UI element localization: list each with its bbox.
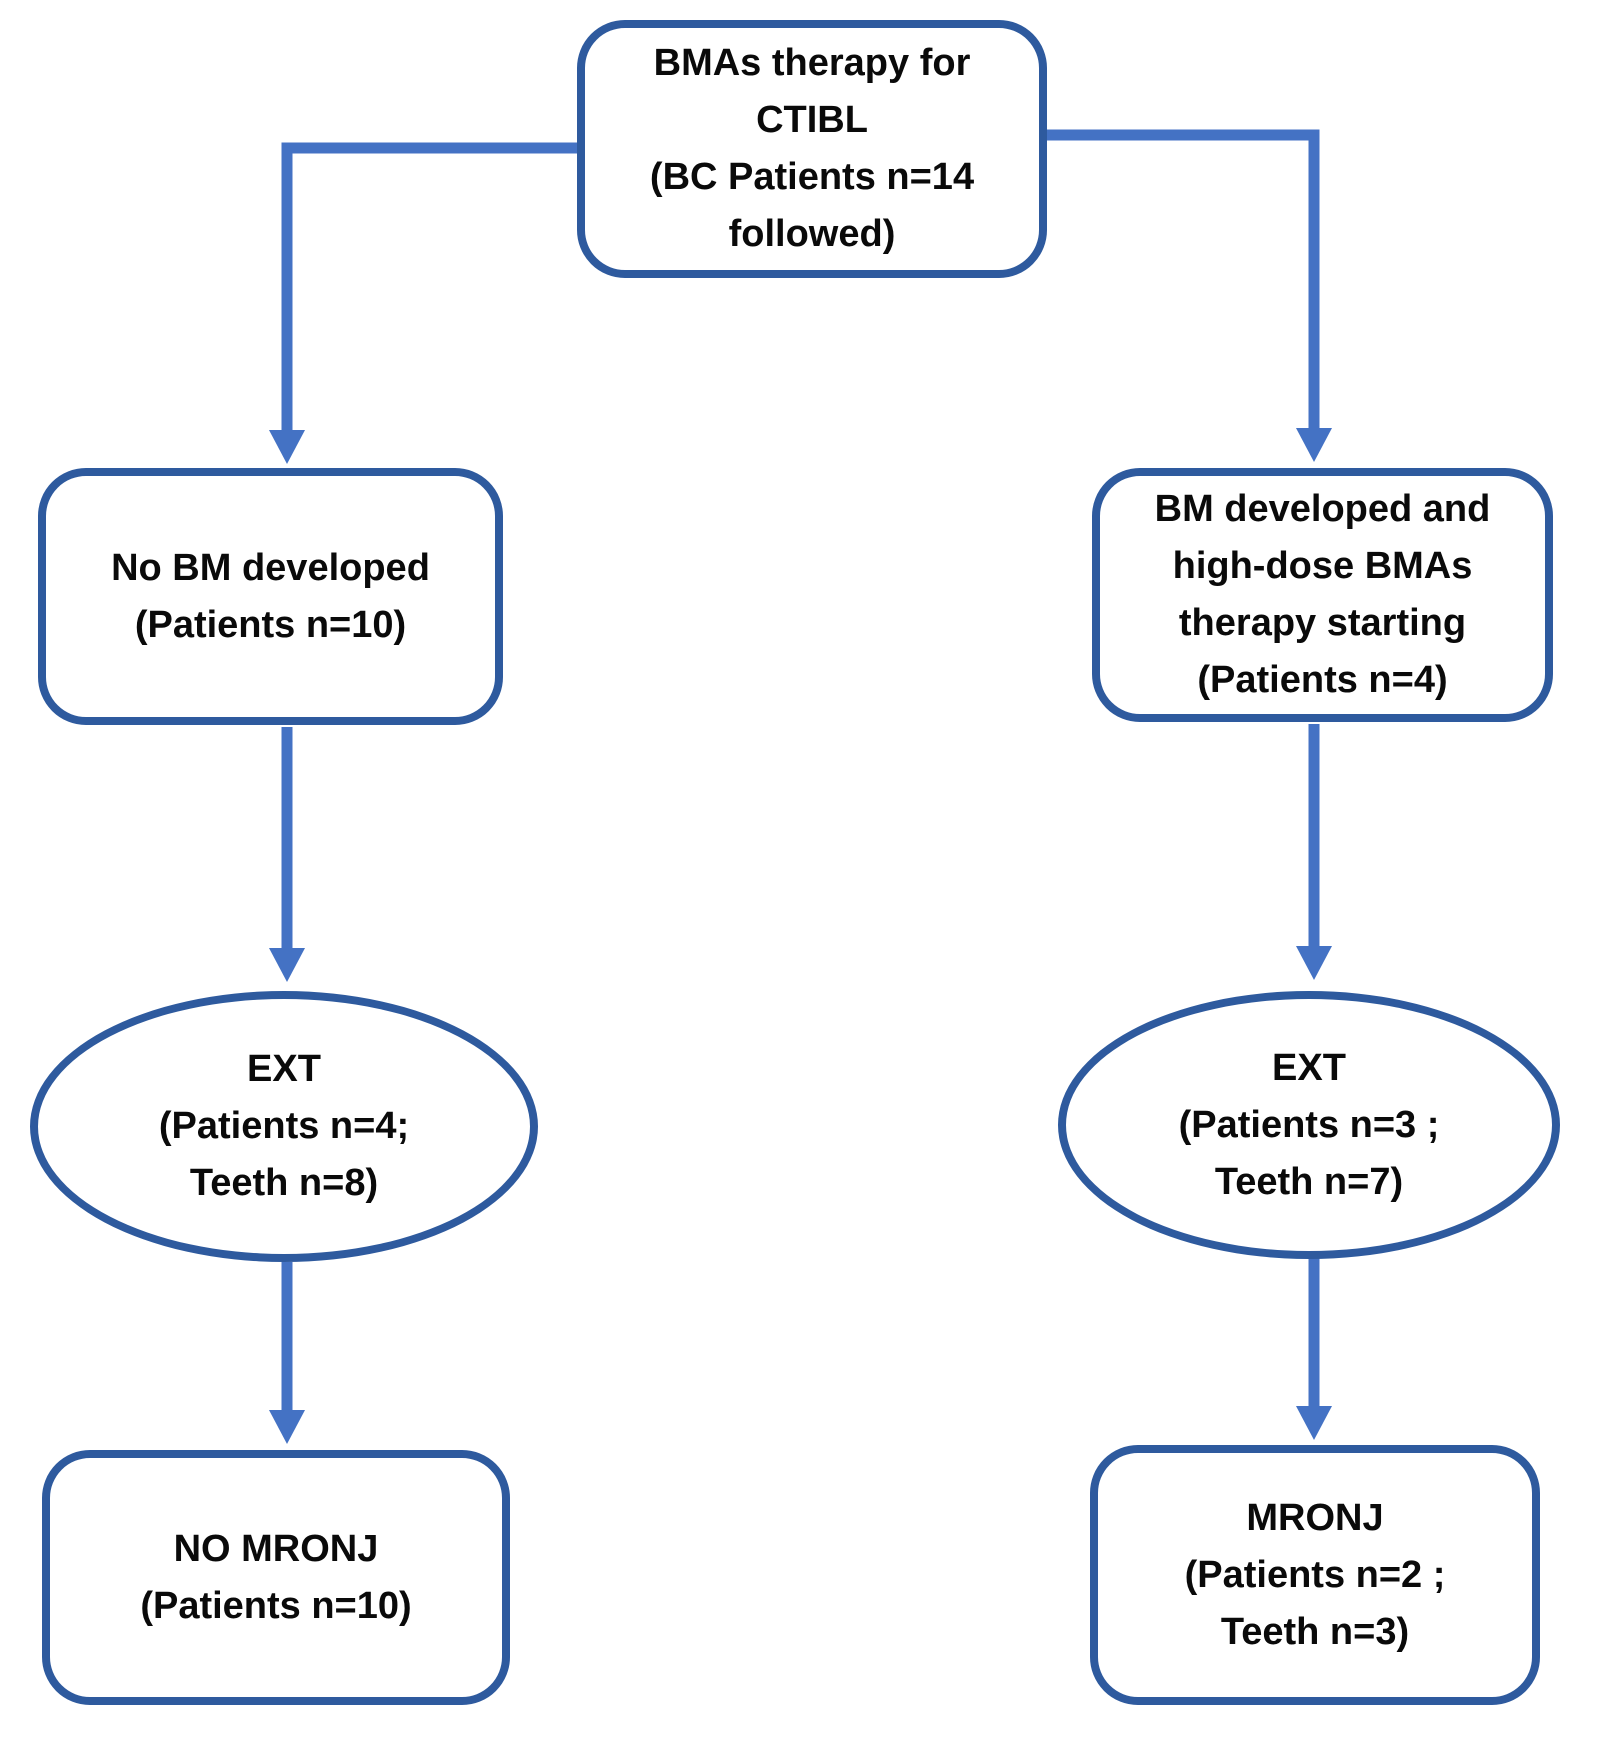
node-no-mronj-label: NO MRONJ (Patients n=10) bbox=[140, 1527, 412, 1627]
arrowhead-ext-right-to-mronj bbox=[1296, 1406, 1332, 1440]
node-ext-left: EXT (Patients n=4; Teeth n=8) bbox=[30, 991, 538, 1262]
node-no-bm-developed: No BM developed (Patients n=10) bbox=[38, 468, 503, 725]
connector-root-to-bm-developed bbox=[1047, 129, 1320, 430]
node-ext-right-label: EXT (Patients n=3 ; Teeth n=7) bbox=[1178, 1046, 1440, 1203]
node-bmas-therapy-ctibl: BMAs therapy for CTIBL (BC Patients n=14… bbox=[577, 20, 1047, 278]
node-ext-right: EXT (Patients n=3 ; Teeth n=7) bbox=[1058, 991, 1560, 1259]
connector-root-to-no-bm bbox=[281, 142, 577, 432]
node-bm-developed-high-dose-label: BM developed and high-dose BMAs therapy … bbox=[1154, 488, 1491, 701]
node-bm-developed-high-dose: BM developed and high-dose BMAs therapy … bbox=[1092, 468, 1553, 722]
node-mronj-label: MRONJ (Patients n=2 ; Teeth n=3) bbox=[1184, 1496, 1446, 1653]
arrowhead-root-to-no-bm bbox=[269, 430, 305, 464]
node-bmas-therapy-ctibl-label: BMAs therapy for CTIBL (BC Patients n=14… bbox=[649, 42, 975, 255]
arrowhead-bm-developed-to-ext-right bbox=[1296, 946, 1332, 980]
arrowhead-ext-left-to-no-mronj bbox=[269, 1410, 305, 1444]
node-ext-left-label: EXT (Patients n=4; Teeth n=8) bbox=[158, 1048, 410, 1204]
node-no-mronj: NO MRONJ (Patients n=10) bbox=[42, 1450, 510, 1705]
arrowhead-no-bm-to-ext-left bbox=[269, 948, 305, 982]
node-mronj: MRONJ (Patients n=2 ; Teeth n=3) bbox=[1090, 1445, 1540, 1705]
node-no-bm-developed-label: No BM developed (Patients n=10) bbox=[111, 546, 430, 646]
arrowhead-root-to-bm-developed bbox=[1296, 428, 1332, 462]
